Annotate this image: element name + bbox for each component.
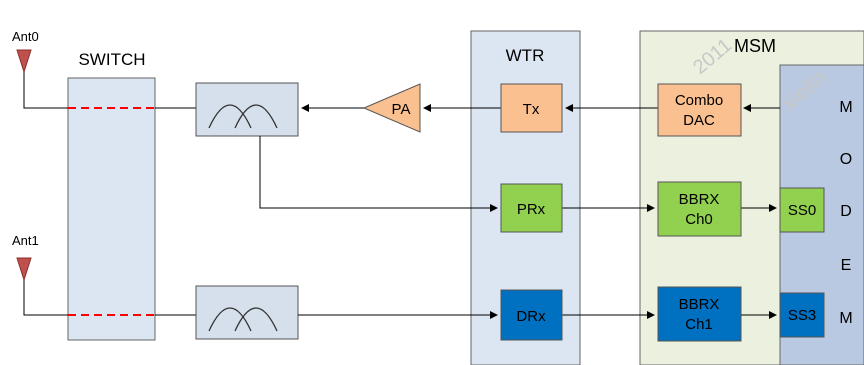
tx-label: Tx bbox=[523, 101, 540, 118]
bbrx-ch1-label-line2: Ch1 bbox=[685, 316, 713, 333]
ant0-label: Ant0 bbox=[12, 29, 39, 44]
combo-dac-label-line1: Combo bbox=[675, 92, 723, 109]
ant1-feed-line bbox=[23, 280, 68, 316]
ss0-block bbox=[779, 187, 825, 233]
tx-block bbox=[500, 83, 563, 133]
pa-label: PA bbox=[392, 101, 411, 118]
ant0-feed-line bbox=[23, 72, 68, 109]
switch-block bbox=[67, 77, 156, 341]
msm-title: MSM bbox=[734, 36, 776, 56]
duplexer-filter bbox=[195, 82, 299, 137]
bbrx-ch1-label-line1: BBRX bbox=[679, 296, 720, 313]
bbrx-ch0-label-line1: BBRX bbox=[679, 191, 720, 208]
bbrx-ch1-block bbox=[657, 286, 742, 342]
modem-letter-d: D bbox=[840, 203, 852, 220]
ss3-block bbox=[779, 292, 825, 338]
combo-dac-block bbox=[657, 83, 742, 137]
switch-title: SWITCH bbox=[78, 50, 145, 69]
ss3-label: SS3 bbox=[788, 307, 816, 324]
prx-label: PRx bbox=[517, 201, 546, 218]
bbrx-ch0-block bbox=[657, 181, 742, 237]
bbrx-ch0-label-line2: Ch0 bbox=[685, 211, 713, 228]
filter-curve-icon bbox=[208, 104, 278, 129]
modem-letter-o: O bbox=[840, 151, 852, 168]
pa-amplifier bbox=[362, 83, 421, 133]
prx-block bbox=[500, 183, 563, 233]
ss0-label: SS0 bbox=[788, 202, 816, 219]
diversity-filter bbox=[195, 285, 299, 340]
modem-letter-m2: M bbox=[839, 310, 852, 327]
ant1-label: Ant1 bbox=[12, 233, 39, 248]
modem-letter-e: E bbox=[841, 257, 852, 274]
ant1-antenna-icon bbox=[16, 257, 32, 282]
drx-label: DRx bbox=[516, 308, 546, 325]
filter-curve-icon bbox=[208, 307, 278, 332]
duplexer-to-prx-line bbox=[259, 136, 498, 212]
modem-letter-m: M bbox=[839, 99, 852, 116]
ant0-antenna-icon bbox=[16, 49, 32, 74]
wtr-title: WTR bbox=[506, 46, 545, 65]
drx-block bbox=[500, 289, 563, 341]
combo-dac-label-line2: DAC bbox=[683, 112, 715, 129]
